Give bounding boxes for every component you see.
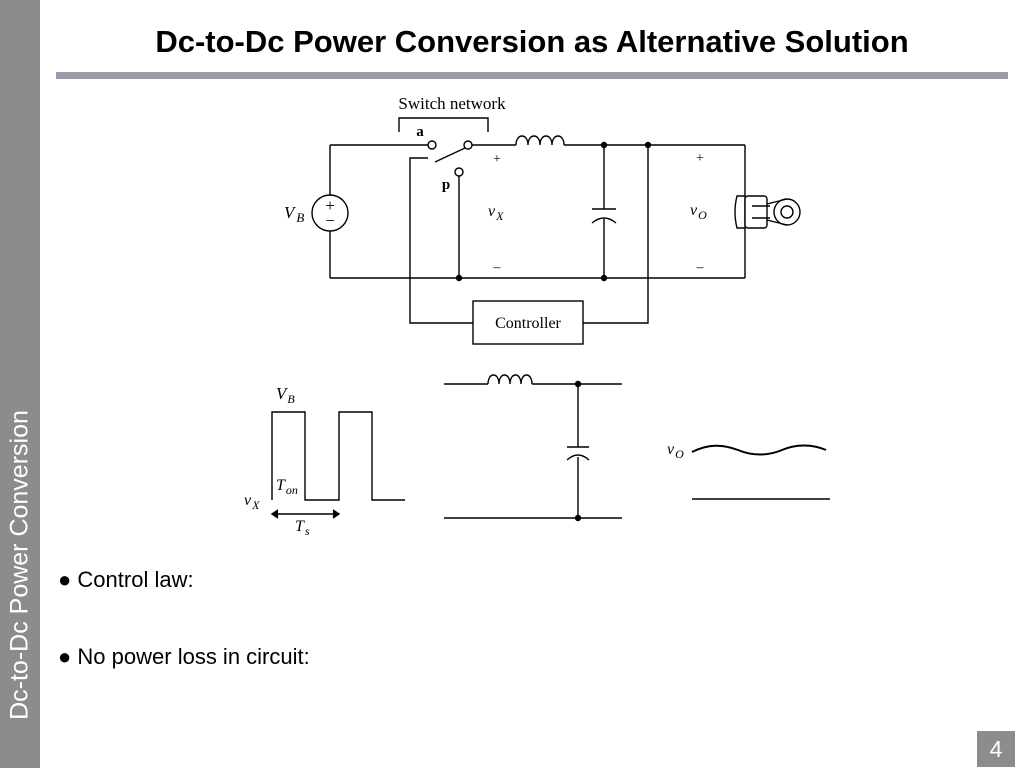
switch-terminal-a (427, 140, 437, 150)
vo-minus-sign: – (696, 260, 705, 275)
title-divider (56, 72, 1008, 79)
load-icon (734, 195, 801, 229)
filter-inductor-symbol (487, 374, 533, 385)
sidebar: Dc-to-Dc Power Conversion (0, 0, 40, 768)
waveform-vx-label: vX (244, 492, 260, 512)
junction-dot (574, 514, 582, 522)
vx-waveform: VB Ton vX Ts (244, 384, 405, 538)
switch-network-bracket (398, 117, 489, 132)
switch-network-label: Switch network (398, 94, 506, 113)
bullet-symbol: ● (58, 567, 72, 592)
ton-label: Ton (276, 477, 298, 497)
bullet-text: Control law: (77, 567, 194, 592)
switch-terminal-a-label: a (416, 124, 424, 140)
source-minus-sign: − (325, 211, 335, 230)
bullet-control-law: ● Control law: (58, 567, 194, 593)
junction-dot (455, 274, 463, 282)
page-number: 4 (977, 731, 1015, 767)
switch-terminal-p (454, 167, 464, 177)
square-wave (271, 411, 405, 501)
vx-label: vX (488, 203, 504, 223)
waveform-vb-label: VB (276, 384, 295, 406)
bullet-symbol: ● (58, 644, 72, 669)
filter-capacitor-symbol (566, 446, 590, 461)
bullet-text: No power loss in circuit: (77, 644, 310, 669)
bullet-no-power-loss: ● No power loss in circuit: (58, 644, 310, 670)
source-plus-sign: + (325, 196, 335, 215)
period-arrow-head-left (270, 509, 279, 519)
inductor-symbol (515, 135, 565, 146)
vx-plus-sign: + (493, 152, 501, 167)
vo-waveform: vO (667, 441, 830, 500)
period-arrow-head-right (332, 509, 341, 519)
ts-label: Ts (295, 518, 310, 538)
switch-blade (434, 147, 466, 163)
lc-filter-diagram (444, 374, 622, 522)
vx-minus-sign: – (493, 260, 502, 275)
vo-label: vO (690, 202, 707, 222)
ripple-line (691, 444, 827, 456)
voltage-source-symbol (311, 194, 349, 232)
junction-dot (574, 380, 582, 388)
switch-pole (463, 140, 473, 150)
capacitor-symbol (591, 208, 617, 224)
vo-plus-sign: + (696, 151, 704, 166)
controller-label: Controller (495, 315, 561, 332)
control-wire-left (409, 157, 473, 324)
slide-title: Dc-to-Dc Power Conversion as Alternative… (155, 24, 909, 59)
feedback-wire-right (583, 145, 649, 324)
output-vo-label: vO (667, 441, 684, 461)
switch-terminal-p-label: p (442, 177, 450, 193)
